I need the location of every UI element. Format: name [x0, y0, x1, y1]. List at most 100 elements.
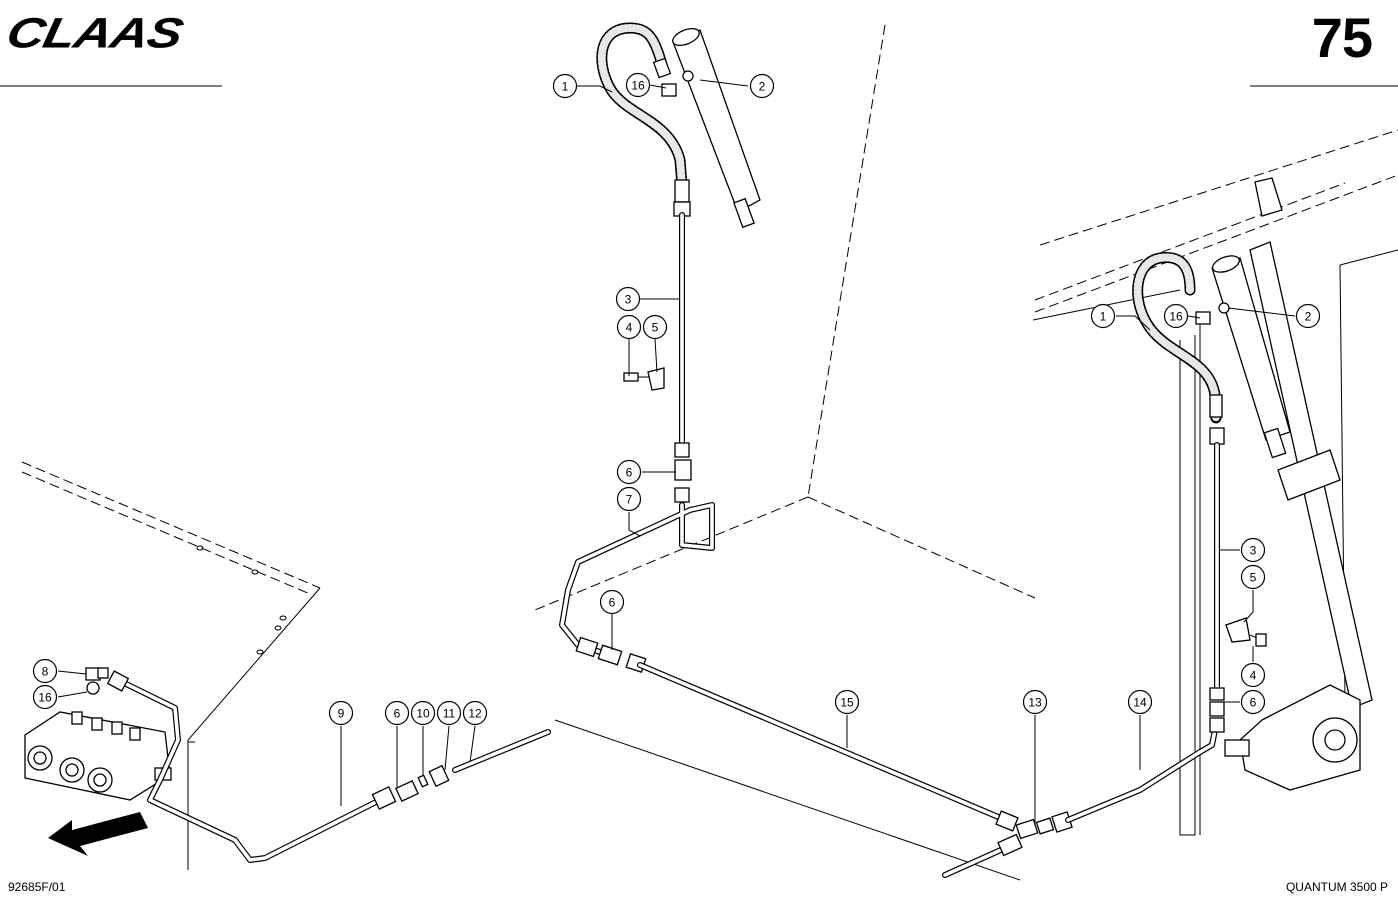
- callout-circle: [410, 700, 436, 726]
- callout-circle: [32, 658, 58, 684]
- callout-label: 10: [416, 707, 430, 721]
- callout-label: 1: [1100, 310, 1107, 324]
- right-hose: [1132, 252, 1222, 424]
- callout-6: 6: [1240, 689, 1266, 715]
- callout-label: 16: [38, 691, 52, 705]
- callout-circle: [1240, 662, 1266, 688]
- callout-label: 12: [468, 707, 482, 721]
- right-valve-block: [1224, 684, 1361, 791]
- callout-10: 10: [410, 700, 436, 726]
- plate-holes: [196, 545, 287, 655]
- callout-8: 8: [32, 658, 58, 684]
- callout-14: 14: [1127, 689, 1153, 715]
- callout-label: 4: [626, 321, 633, 335]
- callout-7: 7: [616, 486, 642, 512]
- callout-9: 9: [328, 700, 354, 726]
- fittings-row: [371, 729, 551, 810]
- callout-label: 2: [1305, 310, 1312, 324]
- right-frame-arm: [1249, 177, 1373, 709]
- callout-circle: [1240, 564, 1266, 590]
- callout-16: 16: [625, 72, 651, 98]
- callout-circle: [32, 684, 58, 710]
- callout-label: 2: [759, 80, 766, 94]
- callout-label: 5: [652, 321, 659, 335]
- fittings-13: [1015, 811, 1073, 840]
- callout-2: 2: [1295, 303, 1321, 329]
- callout-label: 3: [1250, 544, 1257, 558]
- right-cylinder: [1211, 255, 1291, 459]
- callout-circle: [599, 589, 625, 615]
- callout-label: 13: [1028, 696, 1042, 710]
- callout-circle: [625, 72, 651, 98]
- top-cylinder: [672, 28, 761, 229]
- callout-1: 1: [552, 73, 578, 99]
- top-fittings: [652, 57, 691, 217]
- callout-label: 6: [1250, 696, 1257, 710]
- callout-circle: [436, 700, 462, 726]
- callout-label: 8: [42, 665, 49, 679]
- callout-11: 11: [436, 700, 462, 726]
- callout-circle: [384, 700, 410, 726]
- direction-arrow-icon: [48, 812, 148, 856]
- callout-circle: [552, 73, 578, 99]
- pipe-14: [1065, 727, 1218, 823]
- callout-15: 15: [834, 689, 860, 715]
- callout-1: 1: [1090, 303, 1116, 329]
- model-name: QUANTUM 3500 P: [1285, 880, 1388, 894]
- drawing-number: 92685F/01: [8, 880, 66, 894]
- callout-label: 4: [1250, 669, 1257, 683]
- callout-2: 2: [749, 73, 775, 99]
- callout-label: 7: [626, 493, 633, 507]
- callout-label: 1: [562, 80, 569, 94]
- callout-label: 14: [1133, 696, 1147, 710]
- machine-outline: [21, 24, 1398, 881]
- callout-label: 6: [394, 707, 401, 721]
- callout-label: 15: [840, 696, 854, 710]
- callout-circle: [834, 689, 860, 715]
- callout-label: 11: [443, 707, 456, 721]
- callout-6: 6: [384, 700, 410, 726]
- callout-circle: [1090, 303, 1116, 329]
- pipe-9: [106, 670, 383, 863]
- claas-logo: CLAAS: [2, 9, 187, 58]
- callout-label: 6: [609, 596, 616, 610]
- callout-circle: [462, 700, 488, 726]
- center-fittings: [575, 636, 647, 673]
- callout-circle: [642, 314, 668, 340]
- callout-4: 4: [616, 314, 642, 340]
- callout-label: 3: [625, 293, 632, 307]
- callout-circle: [1240, 689, 1266, 715]
- callout-circle: [616, 314, 642, 340]
- left-fittings: [85, 667, 109, 695]
- callout-circle: [328, 700, 354, 726]
- callout-13: 13: [1022, 689, 1048, 715]
- callout-circle: [1295, 303, 1321, 329]
- callout-3: 3: [615, 286, 641, 312]
- page-number: 75: [1311, 6, 1373, 69]
- callout-5: 5: [1240, 564, 1266, 590]
- clamp-bolt-top: [623, 367, 665, 391]
- left-valve-block: [24, 711, 172, 801]
- callout-circle: [1240, 537, 1266, 563]
- callout-label: 16: [1169, 310, 1183, 324]
- callout-circle: [1163, 303, 1189, 329]
- top-hose: [596, 22, 688, 191]
- callout-circle: [616, 486, 642, 512]
- right-fittings: [1195, 311, 1225, 445]
- callout-6: 6: [616, 459, 642, 485]
- callout-circle: [616, 459, 642, 485]
- callout-layer: 1 16 2 3 4 5 6 7 6 15 13 14 1 16 2 3 5 4 6 8 16 9 6 10 11 12: [32, 72, 1321, 726]
- callout-16: 16: [1163, 303, 1189, 329]
- pipe-3-top: [674, 212, 692, 503]
- callout-6: 6: [599, 589, 625, 615]
- callout-label: 6: [626, 466, 633, 480]
- callout-label: 5: [1250, 571, 1257, 585]
- clamp-bolt-right: [1225, 617, 1267, 647]
- callout-16: 16: [32, 684, 58, 710]
- pipe-3-right: [1209, 442, 1225, 733]
- callout-5: 5: [642, 314, 668, 340]
- callout-12: 12: [462, 700, 488, 726]
- callout-circle: [749, 73, 775, 99]
- callout-circle: [1127, 689, 1153, 715]
